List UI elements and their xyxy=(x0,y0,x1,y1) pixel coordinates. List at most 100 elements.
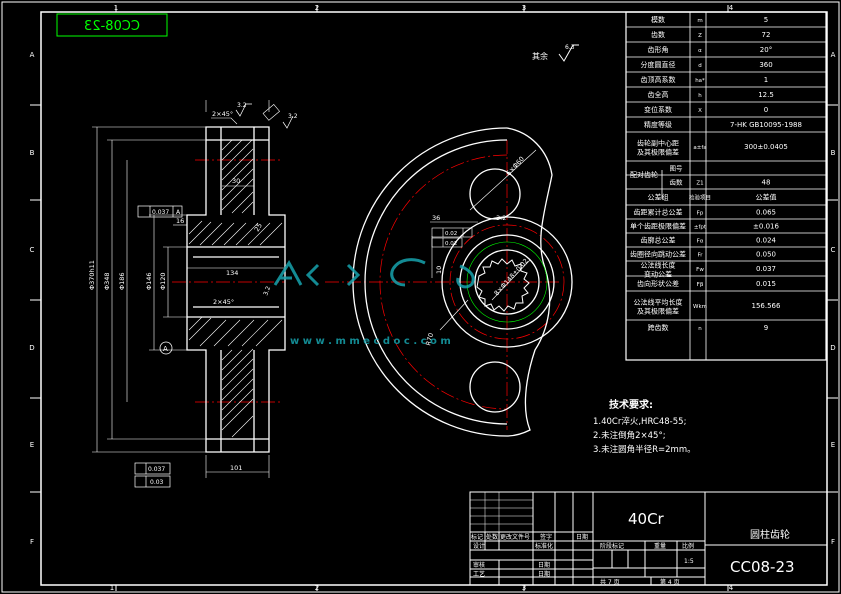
zone-col-1-bottom: 1 xyxy=(110,584,114,592)
face-outline xyxy=(352,127,573,437)
param-name-5: 齿全高 xyxy=(648,90,669,99)
dim-web-thk: 25 xyxy=(253,222,264,233)
param-name-17: 齿向形状公差 xyxy=(637,279,679,288)
zone-row-b: B xyxy=(30,149,35,157)
param-name-15: 齿圈径向跳动公差 xyxy=(630,250,686,259)
tech-requirements: 技术要求: 1.40Cr淬火,HRC48-55; 2.未注倒角2×45°; 3.… xyxy=(593,398,696,455)
param-name-0: 模数 xyxy=(651,15,665,24)
param-name-18-a: 公法线平均长度 xyxy=(634,298,683,307)
param-value-11: 公差值 xyxy=(756,193,777,202)
sheet-total: 共 7 页 xyxy=(600,578,620,586)
zone-row-a: A xyxy=(30,51,35,59)
zone-col-1: 1 xyxy=(114,4,118,12)
zone-col-2: 2 xyxy=(315,4,319,12)
param-value-5: 12.5 xyxy=(758,91,774,99)
dim-width-web: 134 xyxy=(226,269,238,277)
param-name-19: 跨齿数 xyxy=(648,323,669,332)
param-sub-10: 齿数 xyxy=(670,178,684,187)
role-design: 设计 xyxy=(473,542,485,550)
param-symbol-18: Wkm xyxy=(693,304,707,310)
dim-hub-offset: 16 xyxy=(176,217,184,225)
section-dim-lines xyxy=(92,100,285,478)
param-value-17: 0.015 xyxy=(756,280,776,288)
tolerance-frame-2: 0.037 0.03 xyxy=(134,462,171,488)
dim-keyway: 36 xyxy=(432,214,440,222)
param-name-12: 齿距累计总公差 xyxy=(634,208,683,217)
role-process: 工艺 xyxy=(473,570,485,578)
zone-row-e: E xyxy=(30,441,34,449)
dim-key-depth: 10 xyxy=(435,266,443,274)
rev-h-mark: 标记 xyxy=(471,533,483,541)
rev-h-sign: 签字 xyxy=(540,533,552,541)
param-name-16-a: 公法线长度 xyxy=(641,261,676,270)
param-name-9: 配对齿轮 xyxy=(630,170,658,179)
face-dim-lines xyxy=(430,149,537,331)
param-name-11: 公差组 xyxy=(648,193,669,202)
zone-row-c-right: C xyxy=(831,246,836,254)
zone-row-f: F xyxy=(30,538,34,546)
rough-top: 3.2 xyxy=(237,102,247,109)
param-value-1: 72 xyxy=(762,31,771,39)
param-value-16: 0.037 xyxy=(756,265,776,273)
roughness-note-label: 其余 xyxy=(532,51,548,61)
param-name-6: 变位系数 xyxy=(644,105,672,114)
tol-flat: 0.03 xyxy=(150,479,164,486)
dim-width-hub: 101 xyxy=(230,464,242,472)
param-value-7: 7-HK GB10095-1988 xyxy=(730,121,802,129)
tech-req-title: 技术要求: xyxy=(609,398,653,411)
param-name-8-a: 齿轮副中心距 xyxy=(637,139,679,148)
param-name-16-b: 变动公差 xyxy=(644,270,672,279)
param-sub-9: 图号 xyxy=(670,165,684,173)
tol-runout1: 0.037 xyxy=(152,209,169,216)
scale-label: 比例 xyxy=(682,542,694,550)
roughness-note-value: 6.3 xyxy=(565,44,575,51)
param-value-12: 0.065 xyxy=(756,209,776,217)
zone-row-d: D xyxy=(29,344,34,352)
tech-req-item-1: 1.40Cr淬火,HRC48-55; xyxy=(593,416,686,427)
section-dim-text: Φ370h11 Φ348 Φ186 Φ146 Φ120 101 134 30 1… xyxy=(88,177,264,472)
dim-hub-dia: Φ186 xyxy=(118,272,126,290)
zone-col-2-bottom: 2 xyxy=(315,584,319,592)
watermark-logo xyxy=(273,260,303,286)
rev-h-doc: 更改文件号 xyxy=(500,533,530,541)
param-symbol-8: a±fa xyxy=(693,145,706,151)
dim-radius: R70 xyxy=(424,332,435,346)
title-block-text: 40Cr 圆柱齿轮 CC08-23 标记 处数 更改文件号 签字 日期 设计 标… xyxy=(471,510,795,586)
date-label-2: 日期 xyxy=(538,570,550,578)
param-symbol-15: Fr xyxy=(697,253,703,259)
sheet-num: 第 4 页 xyxy=(660,578,680,586)
param-symbol-1: Z xyxy=(698,33,702,39)
scale-value: 1:5 xyxy=(684,558,694,565)
keyway-tol-2: 0.02 xyxy=(445,241,457,247)
chamfer-top-callout: 2×45° 3.2 3.2 xyxy=(211,102,298,129)
dim-bore: Φ120 xyxy=(159,272,167,290)
param-symbol-2: α xyxy=(698,48,702,54)
param-value-3: 360 xyxy=(759,61,772,69)
param-symbol-12: Fp xyxy=(697,211,704,217)
param-symbol-14: Fα xyxy=(697,239,704,245)
role-standardize: 标准化 xyxy=(535,542,553,550)
weight-label: 重量 xyxy=(654,542,666,550)
tol-runout2: 0.037 xyxy=(148,466,165,473)
param-symbol-3: d xyxy=(698,63,702,69)
dim-root-dia: Φ348 xyxy=(103,272,111,290)
date-label-1: 日期 xyxy=(538,561,550,569)
zone-row-c: C xyxy=(30,246,35,254)
watermark-url: w w w . m m e c d o c . c o m xyxy=(290,336,451,347)
drawing-number: CC08-23 xyxy=(730,558,795,576)
param-name-18-b: 及其极限偏差 xyxy=(637,307,679,316)
param-name-1: 齿数 xyxy=(651,30,665,39)
param-value-8: 300±0.0405 xyxy=(744,143,788,151)
param-symbol-4: ha* xyxy=(695,78,705,84)
param-symbol-10: Z1 xyxy=(696,181,703,187)
stamp-text: CC08-23 xyxy=(84,19,140,34)
zone-row-b-right: B xyxy=(831,149,836,157)
tolerance-frame-1: 0.037 A xyxy=(137,205,183,218)
param-name-8-b: 及其极限偏差 xyxy=(637,148,679,157)
param-value-15: 0.050 xyxy=(756,251,776,259)
param-name-14: 齿廓总公差 xyxy=(641,236,676,245)
zone-row-e-right: E xyxy=(831,441,835,449)
